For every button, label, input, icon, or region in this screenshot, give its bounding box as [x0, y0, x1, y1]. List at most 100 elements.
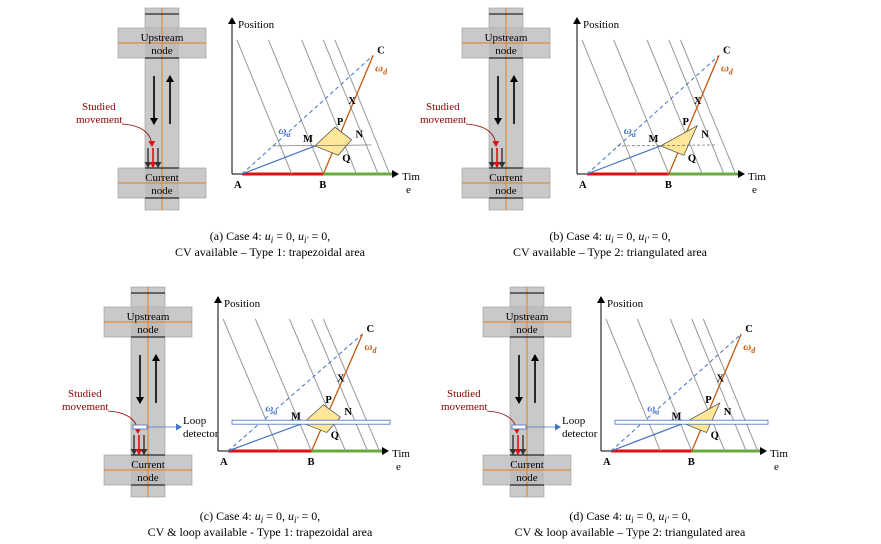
upstream-node-label: Upstream: [127, 311, 170, 323]
studied-movement-label: movement: [441, 401, 487, 413]
studied-movement-pointer: [465, 123, 500, 147]
arrival-wave: [586, 145, 661, 175]
time-axis-label: e: [396, 461, 401, 473]
vehicle-trajectory: [605, 318, 661, 452]
studied-movement-label: Studied: [68, 388, 102, 400]
vehicle-trajectory: [311, 318, 369, 452]
position-axis-label: Position: [607, 298, 644, 310]
loop-detector-box: [511, 424, 527, 430]
departure-wave: [668, 55, 720, 175]
point-X: X: [337, 374, 345, 385]
point-M: M: [672, 411, 682, 422]
vehicle-trajectory: [268, 39, 324, 175]
time-axis-label: e: [752, 184, 757, 196]
panel-caption-line2: CV & loop available - Type 1: trapezoida…: [148, 525, 373, 539]
departure-wave: [322, 55, 374, 175]
studied-movement-label: Studied: [426, 101, 460, 113]
vehicle-trajectory: [669, 318, 726, 452]
omega-d-label: ωd: [365, 341, 378, 355]
current-node-label: Current: [131, 459, 165, 471]
vehicle-trajectory: [702, 318, 759, 452]
queue-line: [271, 144, 372, 147]
time-axis-label: e: [774, 461, 779, 473]
studied-movement-pointer: [486, 410, 521, 434]
panel-caption-line1: (c) Case 4: ui = 0, ui' = 0,: [200, 509, 321, 525]
point-B: B: [319, 180, 326, 191]
point-P: P: [337, 117, 344, 128]
point-X: X: [694, 96, 702, 107]
position-axis-label: Position: [224, 298, 261, 310]
point-M: M: [649, 134, 659, 145]
upstream-node-label: Upstream: [485, 32, 528, 44]
panel-c: UpstreamnodeCurrentnodeStudiedmovementLo…: [62, 286, 410, 539]
vehicle-trajectory: [581, 39, 638, 175]
point-P: P: [705, 395, 712, 406]
time-axis-label: Tim: [748, 171, 766, 183]
vehicle-trajectory: [236, 39, 293, 175]
point-C: C: [723, 45, 731, 56]
panel-caption-line1: (a) Case 4: ui = 0, ui' = 0,: [210, 229, 331, 245]
point-X: X: [348, 96, 356, 107]
panel-caption-line2: CV & loop available – Type 2: triangulat…: [515, 525, 746, 539]
point-A: A: [220, 457, 228, 468]
position-axis-label: Position: [238, 19, 275, 31]
vehicle-trajectory: [613, 39, 670, 175]
studied-movement-label: movement: [62, 401, 108, 413]
vehicle-trajectory: [301, 39, 357, 175]
upstream-node-label: node: [151, 45, 173, 57]
arrival-wave: [610, 422, 684, 452]
loop-detector-label: Loop: [183, 415, 207, 427]
upstream-node-label: Upstream: [141, 32, 184, 44]
arrival-wave-dashed: [241, 55, 374, 175]
point-N: N: [344, 407, 352, 418]
point-X: X: [717, 374, 725, 385]
omega-d-label: ωd: [743, 341, 756, 355]
current-node-label: node: [151, 185, 173, 197]
loop-detector-band: [614, 419, 769, 425]
vehicle-trajectory: [222, 318, 280, 452]
current-node-label: Current: [145, 172, 179, 184]
loop-detector-label: Loop: [562, 415, 586, 427]
vehicle-trajectory: [254, 318, 312, 452]
trapezoidal-area: [314, 126, 353, 156]
trapezoidal-area: [302, 404, 341, 433]
loop-detector-label: detector: [183, 428, 219, 440]
panels-root: UpstreamnodeCurrentnodeStudiedmovementPo…: [62, 7, 788, 539]
vehicle-trajectory: [288, 318, 346, 452]
departure-wave: [691, 333, 742, 452]
vehicle-trajectory: [322, 39, 379, 175]
omega-a-label: ωa: [624, 125, 636, 139]
departure-wave: [310, 333, 364, 452]
point-B: B: [688, 457, 695, 468]
panel-caption-line2: CV available – Type 1: trapezoidal area: [175, 245, 366, 259]
point-A: A: [579, 180, 587, 191]
current-node-label: node: [137, 472, 159, 484]
point-A: A: [603, 457, 611, 468]
panel-caption-line2: CV available – Type 2: triangulated area: [513, 245, 708, 259]
arrival-wave: [227, 422, 304, 452]
vehicle-trajectory: [646, 39, 703, 175]
current-node-label: Current: [510, 459, 544, 471]
omega-d-label: ωd: [375, 62, 388, 76]
point-P: P: [683, 117, 690, 128]
point-N: N: [724, 407, 732, 418]
studied-movement-label: Studied: [447, 388, 481, 400]
arrival-wave-dashed: [610, 333, 742, 452]
vehicle-trajectory: [636, 318, 693, 452]
vehicle-trajectory: [668, 39, 725, 175]
triangulated-area: [682, 402, 721, 433]
point-Q: Q: [688, 153, 696, 164]
panel-d: UpstreamnodeCurrentnodeStudiedmovementLo…: [441, 286, 788, 539]
queue-line: [616, 144, 718, 147]
loop-detector-band: [231, 419, 391, 425]
position-axis-label: Position: [583, 19, 620, 31]
point-N: N: [356, 130, 364, 141]
loop-detector-box: [132, 424, 148, 430]
panel-caption-line1: (d) Case 4: ui = 0, ui' = 0,: [569, 509, 690, 525]
vehicle-trajectory: [322, 318, 380, 452]
upstream-node-label: node: [495, 45, 517, 57]
vehicle-trajectory: [334, 39, 391, 175]
studied-movement-pointer: [121, 123, 156, 147]
arrival-wave-dashed: [586, 55, 720, 175]
point-A: A: [234, 180, 242, 191]
